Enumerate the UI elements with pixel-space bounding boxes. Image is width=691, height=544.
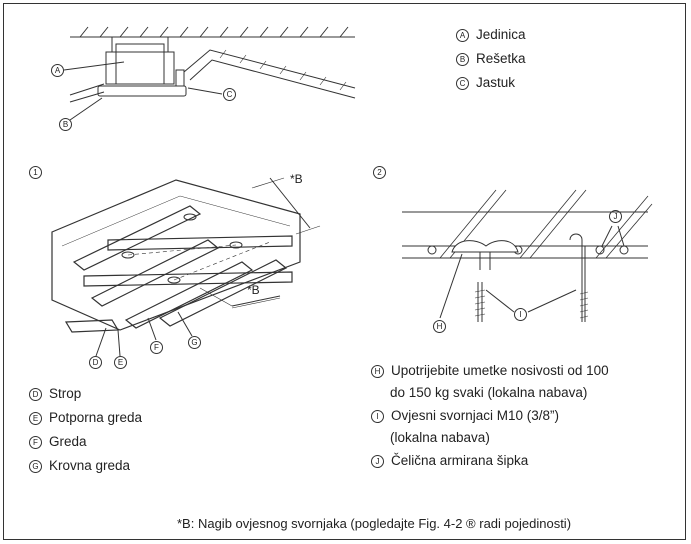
marker-j: J [371,455,384,468]
anchor-diagram [402,189,653,322]
legend-item-strop: D Strop [29,386,81,401]
legend-item-krovna-greda: G Krovna greda [29,458,130,473]
legend-text-jastuk: Jastuk [476,75,516,90]
section-2-number: 2 [373,166,386,179]
legend-item-jedinica: A Jedinica [456,27,526,42]
callout-i: I [514,308,527,321]
leader-d [95,327,107,357]
legend-text-potporna-greda: Potporna greda [49,410,143,425]
leader-c [187,87,223,95]
section-1-number: 1 [29,166,42,179]
callout-g: G [188,336,201,349]
leader-g [177,311,193,337]
legend-item-potporna-greda: E Potporna greda [29,410,142,425]
dim-label-top: *B [290,172,303,186]
ceiling-unit-diagram [63,26,356,121]
legend-text-svornjaci-2: (lokalna nabava) [390,430,490,445]
legend-item-resetka: B Rešetka [456,51,526,66]
legend-text-strop: Strop [49,386,82,401]
callout-a: A [51,64,64,77]
legend-item-jastuk: C Jastuk [456,75,515,90]
marker-b: B [456,53,469,66]
slab-diagonals [439,189,653,259]
marker-g: G [29,460,42,473]
marker-h: H [371,365,384,378]
leader-b [69,97,103,121]
dim-label-bottom: *B [247,283,260,297]
false-ceiling-right [183,49,356,89]
leader-e [117,329,121,357]
figure-frame [3,3,686,540]
legend-text-krovna-greda: Krovna greda [49,458,131,473]
grille-shape [97,85,187,97]
leader-h [439,253,463,319]
beam-structure-diagram [51,177,321,357]
dim-line-top [269,177,311,229]
roof-beams [72,205,288,329]
dim-line-bottom [231,295,281,307]
callout-b: B [59,118,72,131]
callout-f: F [150,341,163,354]
leader-i-left [485,289,515,313]
legend-item-svornjaci: I Ovjesni svornjaci M10 (3/8”) [371,408,559,423]
legend-text-greda: Greda [49,434,87,449]
legend-text-jedinica: Jedinica [476,27,526,42]
leader-i-right [527,289,577,313]
marker-c: C [456,77,469,90]
false-ceiling-left [69,83,105,96]
callout-h: H [433,320,446,333]
leader-f [147,317,157,341]
ceiling-hatch [79,26,349,38]
legend-text-sipka: Čelična armirana šipka [391,453,529,468]
legend-item-umetke: H Upotrijebite umetke nosivosti od 100 [371,363,609,378]
pad-shape [175,69,185,87]
thread-marks [474,289,589,319]
legend-text-resetka: Rešetka [476,51,526,66]
leader-a [63,61,125,71]
marker-f: F [29,436,42,449]
bolt-holes [121,213,243,284]
legend-item-greda: F Greda [29,434,87,449]
callout-j: J [609,210,622,223]
callout-d: D [89,356,102,369]
leader-j-left [601,225,613,247]
footnote: *B: Nagib ovjesnog svornjaka (pogledajte… [177,516,572,531]
marker-i: I [371,410,384,423]
callout-c: C [223,88,236,101]
roof-board [51,179,301,331]
insert-shape [451,240,519,253]
legend-item-sipka: J Čelična armirana šipka [371,453,528,468]
leader-j-right [617,225,625,247]
legend-text-umetke-1: Upotrijebite umetke nosivosti od 100 [391,363,609,378]
legend-text-svornjaci-1: Ovjesni svornjaci M10 (3/8”) [391,408,560,423]
marker-e: E [29,412,42,425]
marker-a: A [456,29,469,42]
unit-inner [115,43,165,85]
marker-d: D [29,388,42,401]
callout-e: E [114,356,127,369]
legend-text-umetke-2: do 150 kg svaki (lokalna nabava) [390,385,588,400]
